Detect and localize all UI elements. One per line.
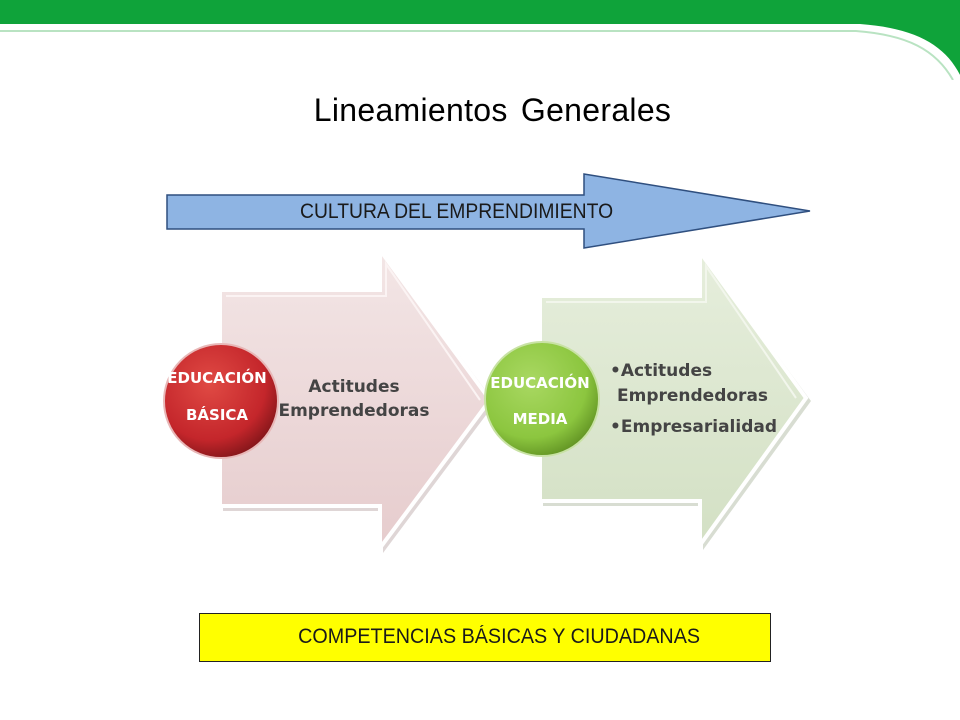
header-light-line	[0, 30, 954, 80]
header-banner	[0, 0, 960, 80]
culture-arrow-label: CULTURA DEL EMPRENDIMIENTO	[300, 200, 614, 223]
basic-circle-line1: EDUCACIÓN	[167, 368, 266, 387]
competencies-label: COMPETENCIAS BÁSICAS Y CIUDADANAS	[298, 625, 701, 648]
header-white-line	[0, 24, 960, 79]
media-circle-line2: MEDIA	[513, 410, 568, 428]
basic-text-line2: Emprendedoras	[278, 401, 429, 421]
basic-text-line1: Actitudes	[308, 377, 399, 397]
media-bullet1-line2: Emprendedoras	[617, 386, 768, 406]
header-green-band	[0, 0, 960, 75]
basic-arrow-shape	[218, 243, 493, 555]
basic-circle	[163, 343, 279, 459]
media-bullet1-line1: •Actitudes	[610, 361, 712, 381]
basic-stage-arrow	[218, 243, 495, 555]
page-title: Lineamientos Generales	[313, 92, 672, 128]
media-circle	[484, 341, 600, 457]
media-circle-line1: EDUCACIÓN	[490, 373, 589, 392]
media-bullet2: •Empresarialidad	[610, 417, 777, 437]
basic-circle-line2: BÁSICA	[186, 405, 248, 424]
media-arrow-shape	[538, 245, 809, 552]
competencies-box: COMPETENCIAS BÁSICAS Y CIUDADANAS	[199, 613, 771, 662]
media-stage-arrow	[538, 245, 811, 552]
